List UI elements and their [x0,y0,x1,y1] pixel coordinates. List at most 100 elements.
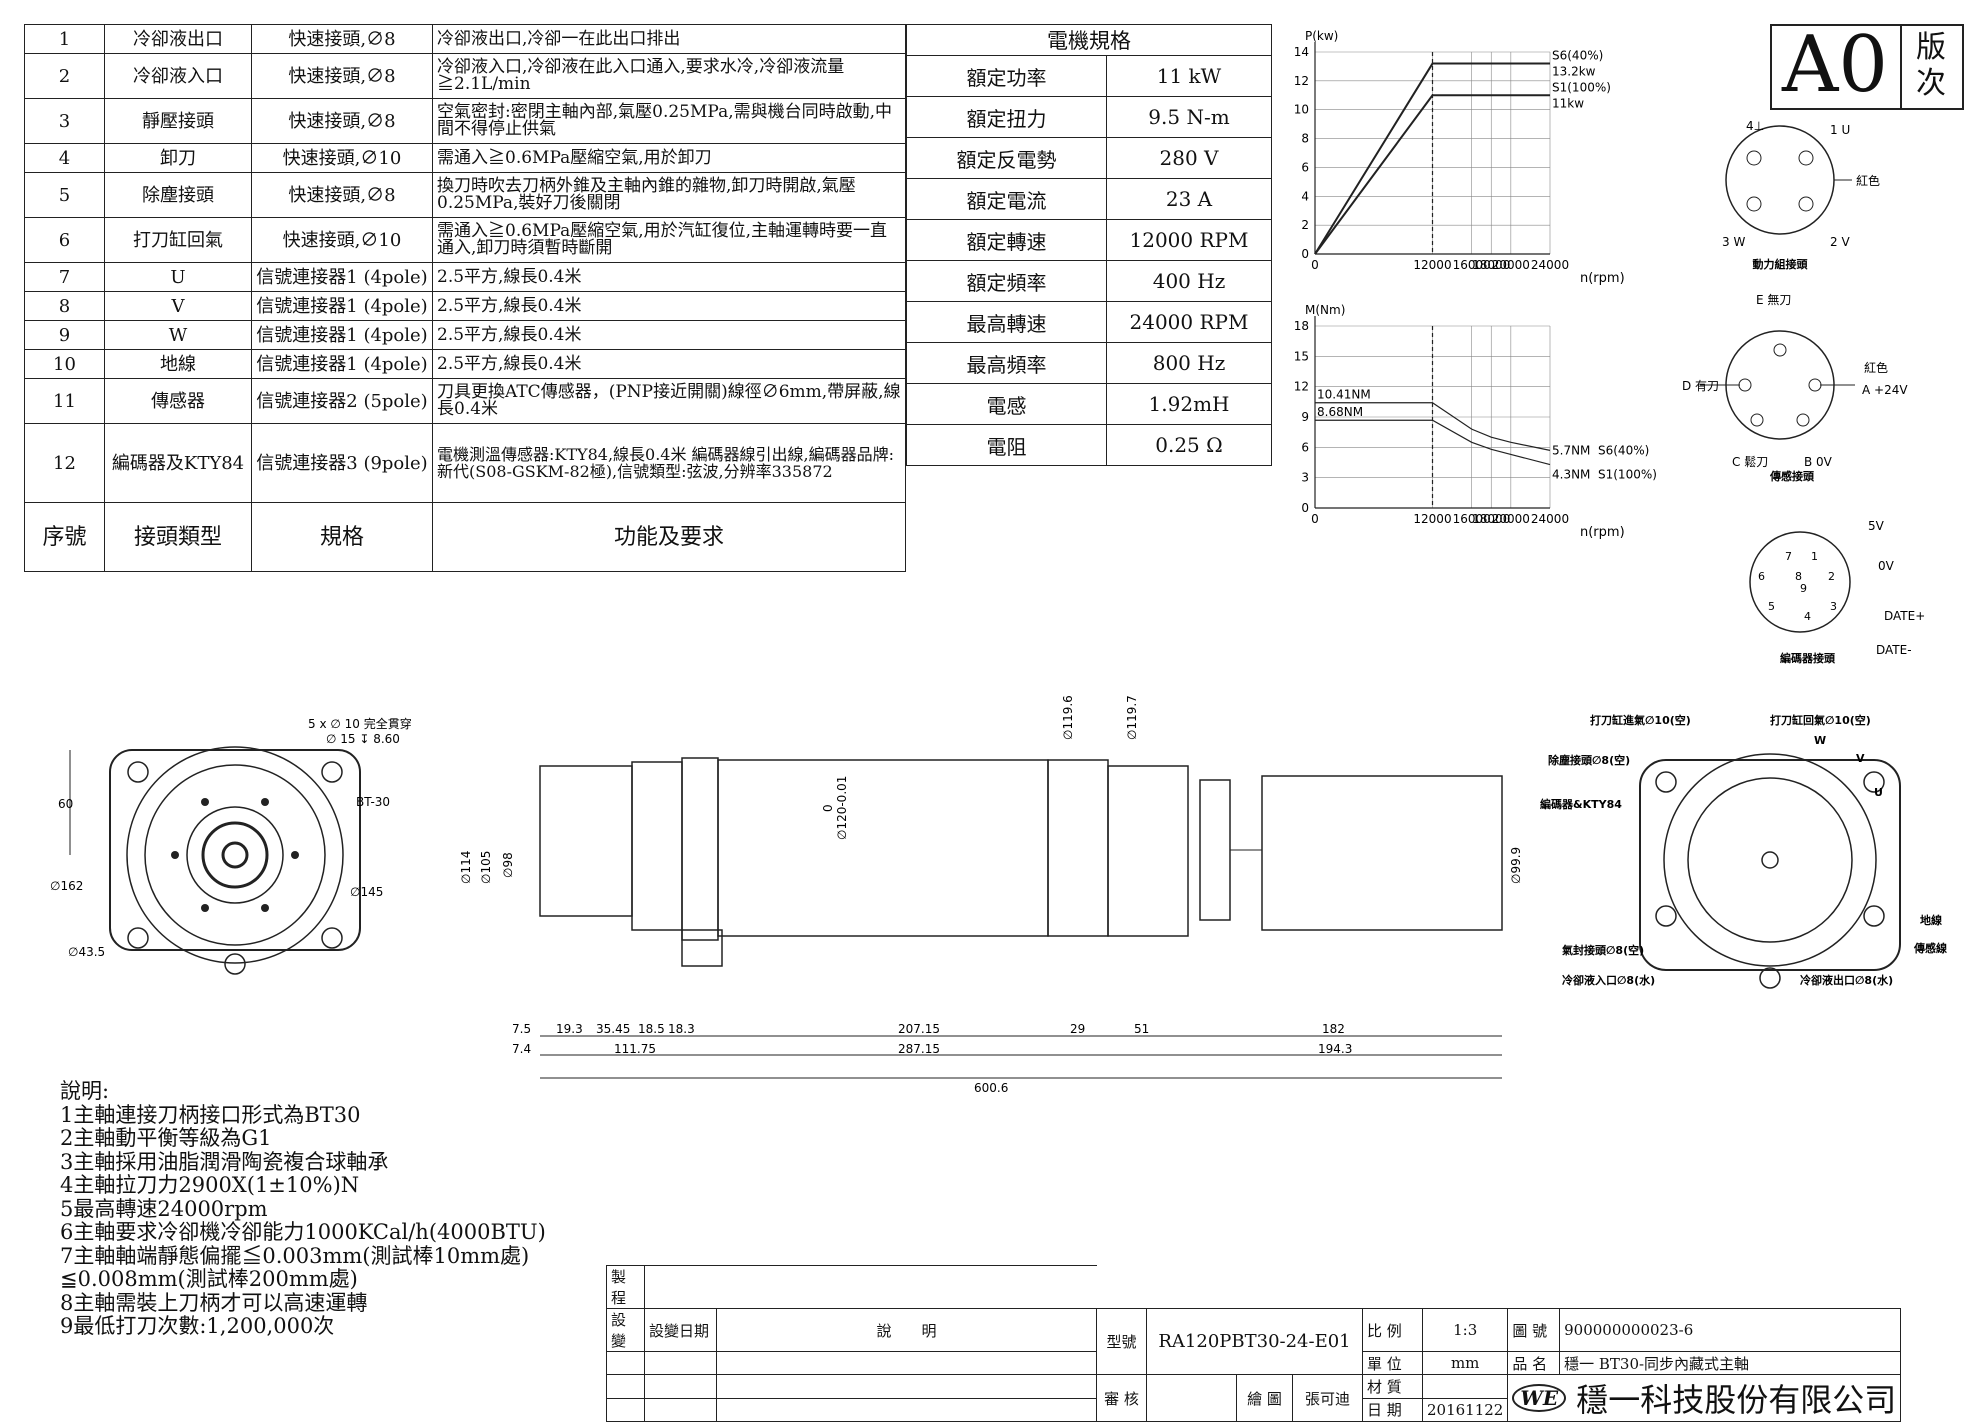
y-tick-label: 6 [1301,440,1309,454]
rear-label-encoder: 編碼器&KTY84 [1540,797,1622,811]
tb-unit: mm [1421,1351,1509,1375]
tb-model: RA120PBT30-24-E01 [1146,1308,1363,1375]
series-line [1314,94,1550,255]
connector-spec: 快速接頭,∅8 [251,53,433,99]
connector-func: 2.5平方,線長0.4米 [432,291,906,321]
y-tick-label: 14 [1294,45,1309,59]
hole-note: 5 x ∅ 10 完全貫穿 [308,716,412,731]
series-line [1315,419,1551,466]
dim-105: ∅105 [479,851,493,884]
connector-spec: 信號連接器1 (4pole) [251,262,433,292]
y-axis-label: M(Nm) [1305,303,1345,317]
connector-no: 11 [24,378,105,424]
connector-header-spec: 規格 [251,502,433,572]
tb-name: 穩一 BT30-同步內藏式主軸 [1559,1351,1902,1375]
x-tick-label: 16000 [1453,512,1491,526]
y-tick-label: 4 [1301,189,1309,203]
series-end-label: 4.3NM [1552,468,1590,482]
tb-scale-label: 比 例 [1362,1308,1423,1352]
spec-value: 12000 RPM [1106,219,1272,261]
x-tick-label: 16000 [1453,258,1491,272]
connector-no: 10 [24,349,105,379]
version-box: A0 版次 [1770,20,1964,110]
dim-19-3: 19.3 [556,1022,583,1036]
series-name: S1(100%) [1598,468,1657,482]
note-item: 9最低打刀次數:1,200,000次 [60,1314,335,1338]
connector-func: 冷卻液入口,冷卻液在此入口通入,要求水冷,冷卻液流量≧2.1L/min [432,53,906,99]
y-tick-label: 3 [1301,471,1309,485]
connector-func: 需通入≧0.6MPa壓縮空氣,用於卸刀 [432,143,906,173]
x-tick-label: 18000 [1472,258,1510,272]
connector-spec: 信號連接器2 (5pole) [251,378,433,424]
encoder-date-minus: DATE- [1876,643,1912,657]
spec-value: 400 Hz [1106,260,1272,302]
series-line [1315,402,1551,451]
dim-119-6: ∅119.6 [1061,695,1075,740]
note-item: 7主軸軸端靜態偏擺≦0.003mm(測試棒10mm處) [60,1243,530,1268]
y-tick-label: 12 [1294,74,1309,88]
y-tick-label: 12 [1294,380,1309,394]
dim-0: 0 [821,804,835,812]
tb-shuoming: 說 明 [716,1308,1097,1352]
dim-29: 29 [1070,1022,1085,1036]
dim-162: ∅162 [50,879,83,893]
connector-spec: 快速接頭,∅10 [251,217,433,263]
y-tick-label: 10 [1294,103,1309,117]
connector-spec: 快速接頭,∅10 [251,143,433,173]
cbore-note: ∅ 15 ↧ 8.60 [326,732,400,746]
dim-18-3: 18.3 [668,1022,695,1036]
connector-no: 9 [24,320,105,350]
spec-key: 額定扭力 [906,96,1107,138]
dim-119-7: ∅119.7 [1125,695,1139,740]
y-tick-label: 6 [1301,160,1309,174]
connector-func: 電機測溫傳感器:KTY84,線長0.4米 編碼器線引出線,編碼器品牌:新代(S0… [432,423,906,503]
note-item: 8主軸需裝上刀柄才可以高速運轉 [60,1290,368,1315]
spec-value: 1.92mH [1106,383,1272,425]
series-line [1314,62,1550,255]
connector-spec: 快速接頭,∅8 [251,24,433,54]
connector-name: 編碼器及KTY84 [104,423,252,503]
sensor-pin-b: B 0V [1804,455,1833,469]
rear-label-dust: 除塵接頭∅8(空) [1548,753,1630,767]
version-label: 版次 [1900,26,1960,108]
tb-drawno-label: 圖 號 [1507,1308,1561,1352]
tb-name-label: 品 名 [1507,1351,1561,1375]
dim-182: 182 [1322,1022,1345,1036]
spec-value: 24000 RPM [1106,301,1272,343]
tb-zhicheng: 製程 [606,1265,645,1309]
svg-text:6: 6 [1758,570,1765,583]
rear-label-coolant-in: 冷卻液入口∅8(水) [1562,973,1655,987]
y-tick-label: 0 [1301,247,1309,261]
y-tick-label: 0 [1301,501,1309,515]
connector-name: 地線 [104,349,252,379]
series-end-label: 11kw [1552,96,1584,110]
tb-biangeng-date: 設變日期 [644,1308,717,1352]
connector-func: 需通入≧0.6MPa壓縮空氣,用於汽缸復位,主軸運轉時要一直通入,卸刀時須暫時斷… [432,217,906,263]
x-tick-label: 12000 [1413,258,1451,272]
x-tick-label: 0 [1311,512,1319,526]
connector-header-name: 接頭類型 [104,502,252,572]
dim-18-5: 18.5 [638,1022,665,1036]
power-pin-1: 1 U [1830,123,1850,137]
connector-name: 打刀缸回氣 [104,217,252,263]
note-item: ≦0.008mm(測試棒200mm處) [60,1267,358,1291]
x-tick-label: 0 [1311,258,1319,272]
connector-header-row: 序號接頭類型規格功能及要求 [24,502,906,572]
connector-name: 靜壓接頭 [104,98,252,144]
x-tick-label: 24000 [1531,512,1569,526]
title-block: 製程 設變 設變日期 說 明 型號 RA120PBT30-24-E01 比 例 … [606,1265,1902,1422]
note-item: 5最高轉速24000rpm [60,1196,268,1221]
tb-material [1421,1374,1509,1399]
